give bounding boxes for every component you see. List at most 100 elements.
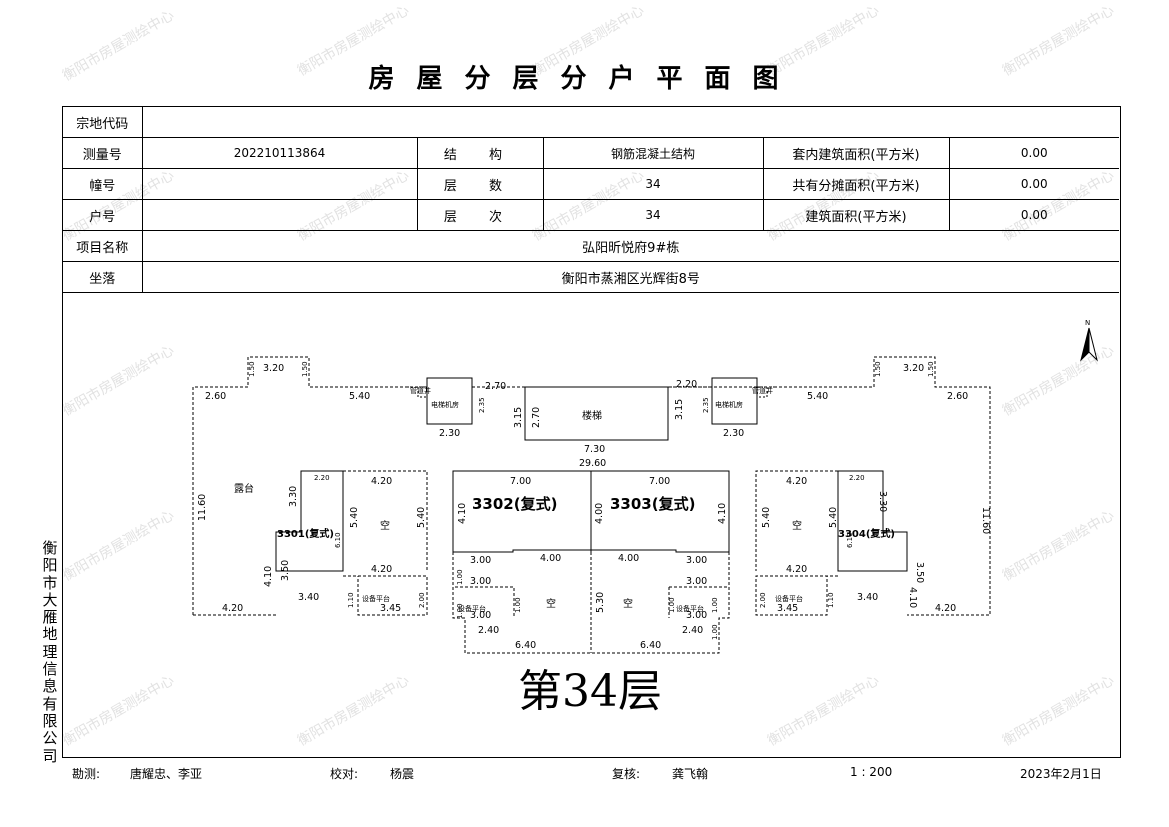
north-arrow-icon: N [1080, 319, 1098, 362]
project-name-value: 弘阳昕悦府9#栋 [141, 230, 1120, 262]
floor-level-label: 层 次 [416, 199, 544, 231]
structure-label: 结 构 [416, 137, 544, 169]
location-value: 衡阳市蒸湘区光辉街8号 [141, 261, 1120, 293]
dim-total: 29.60 [579, 458, 606, 469]
dim-left-v2b: 5.40 [416, 507, 427, 528]
review-label: 复核: [612, 767, 641, 781]
check-label: 校对: [330, 767, 359, 781]
info-table: 宗地代码 测量号 202210113864 结 构 钢筋混凝土结构 套内建筑面积… [63, 107, 1120, 293]
table-row: 宗地代码 [63, 107, 1120, 138]
dim-elev-w-left: 2.30 [439, 428, 460, 439]
floor-label: 第34层 [518, 666, 662, 717]
dim-right-bot-w: 3.40 [857, 592, 878, 603]
dim-right-v2b: 5.40 [828, 507, 839, 528]
dim-stair-side-left: 3.15 [513, 407, 524, 428]
dim-equip-right: 3.45 [777, 603, 798, 614]
floor-count-label: 层 数 [416, 168, 544, 200]
company-name: 衡阳市大雁地理信息有限公司 [42, 539, 58, 765]
equipment-cl-label: 设备平台 [458, 604, 486, 613]
elevator-room-right-label: 电梯机房 [715, 400, 743, 409]
table-row: 幢号 层 数 34 共有分摊面积(平方米) 0.00 [63, 168, 1120, 200]
project-name-label: 项目名称 [63, 230, 143, 262]
dim-bot-right: 6.40 [640, 640, 661, 651]
zongdi-value [141, 107, 1120, 138]
dim-right-top-b: 4.20 [786, 476, 807, 487]
dim-tab-side-2: 1.50 [301, 361, 309, 377]
dim-left-v: 3.30 [288, 486, 299, 507]
dim-bot-left: 6.40 [515, 640, 536, 651]
dim-left-bot-v2: 3.50 [280, 560, 291, 581]
dim-top-mid-right: 5.40 [807, 391, 828, 402]
dim-mid-w2-e: 3.00 [470, 610, 491, 621]
dim-equip-h-right: 2.00 [759, 592, 767, 608]
dim-unit-side-left: 4.10 [457, 503, 468, 524]
date: 2023年2月1日 [1020, 767, 1102, 781]
unit-3301-label: 3301(复式) [277, 527, 334, 540]
dim-pit-s-3: 1.00 [514, 597, 522, 613]
building-area-label: 建筑面积(平方米) [762, 199, 950, 231]
dim-mid-w2-f: 3.00 [686, 610, 707, 621]
building-no-label: 幢号 [63, 168, 143, 200]
page-title: 房屋分层分户平面图 [368, 64, 801, 94]
floor-plan: N 楼梯 电梯机房 电梯机房 露台 空 空 空 空 设备平台 设备平台 设备平台… [192, 319, 1098, 654]
mgmt-label-right: 管道井 [752, 386, 773, 395]
scale: 1 : 200 [850, 765, 893, 779]
dim-equip-left: 3.45 [380, 603, 401, 614]
dim-pit-s-1: 1.00 [456, 569, 464, 585]
table-row: 户号 层 次 34 建筑面积(平方米) 0.00 [63, 199, 1120, 231]
dim-top-tab-left: 3.20 [263, 363, 284, 374]
inner-area-label: 套内建筑面积(平方米) [762, 137, 950, 169]
shaft-left [407, 386, 427, 398]
dim-right-v2a: 5.40 [761, 507, 772, 528]
table-row: 坐落 衡阳市蒸湘区光辉街8号 [63, 261, 1120, 293]
dim-pit-s-2: 1.00 [456, 603, 464, 619]
void-label-right: 空 [792, 519, 802, 532]
terrace-label: 露台 [234, 482, 254, 495]
dim-left-v2a: 5.40 [349, 507, 360, 528]
mgmt-label-left: 管道井 [410, 386, 431, 395]
right-unit-outline [837, 470, 908, 572]
dim-unit-top-left: 7.00 [510, 476, 531, 487]
dim-elev-h-right: 2.35 [702, 397, 710, 413]
location-label: 坐落 [63, 261, 143, 293]
elevator-room-left-label: 电梯机房 [431, 400, 459, 409]
dim-right-v3: 6.10 [846, 532, 854, 548]
building-area-value: 0.00 [948, 199, 1120, 231]
dim-top-mid-left: 5.40 [349, 391, 370, 402]
dim-top-left: 2.60 [205, 391, 226, 402]
dim-left-h: 11.60 [197, 494, 208, 521]
dim-stair-top: 2.70 [485, 381, 506, 392]
unit-3302-label: 3302(复式) [472, 495, 557, 513]
dim-right-bot-v2: 3.50 [914, 562, 925, 583]
dim-equip-h-left: 2.00 [418, 592, 426, 608]
unit-no-label: 户号 [63, 199, 143, 231]
dim-unit-top-right: 7.00 [649, 476, 670, 487]
center-units [452, 470, 730, 553]
dim-right-mid: 4.20 [786, 564, 807, 575]
dim-mid-h: 5.30 [595, 592, 606, 613]
survey-no-label: 测量号 [63, 137, 143, 169]
elevator-room-right [711, 377, 758, 425]
dim-right-h: 11.60 [980, 507, 991, 534]
center-lower [452, 552, 730, 654]
dim-pit-right: 2.40 [682, 625, 703, 636]
dim-left-top-b: 4.20 [371, 476, 392, 487]
dim-right-bot-v: 4.10 [907, 587, 918, 608]
check-name: 杨震 [390, 767, 415, 781]
dim-unit-side-right: 4.10 [717, 503, 728, 524]
shaft-right [757, 386, 777, 398]
dim-stair-top-right: 2.20 [676, 379, 697, 390]
dim-stair-inner: 2.70 [531, 407, 542, 428]
dim-left-mid: 4.20 [371, 564, 392, 575]
table-row: 测量号 202210113864 结 构 钢筋混凝土结构 套内建筑面积(平方米)… [63, 137, 1120, 169]
floor-count-value: 34 [542, 168, 764, 200]
dim-left-top-a: 2.20 [314, 474, 330, 482]
table-row: 项目名称 弘阳昕悦府9#栋 [63, 230, 1120, 262]
dim-top-right: 2.60 [947, 391, 968, 402]
dim-elev-h-left: 2.35 [478, 397, 486, 413]
dim-mid-w2-a: 3.00 [470, 555, 491, 566]
void-label-left: 空 [380, 519, 390, 532]
dim-tab-side-3: 1.50 [874, 361, 882, 377]
dim-equip-s-left: 1.10 [347, 592, 355, 608]
dim-mid-w2-c: 3.00 [686, 555, 707, 566]
